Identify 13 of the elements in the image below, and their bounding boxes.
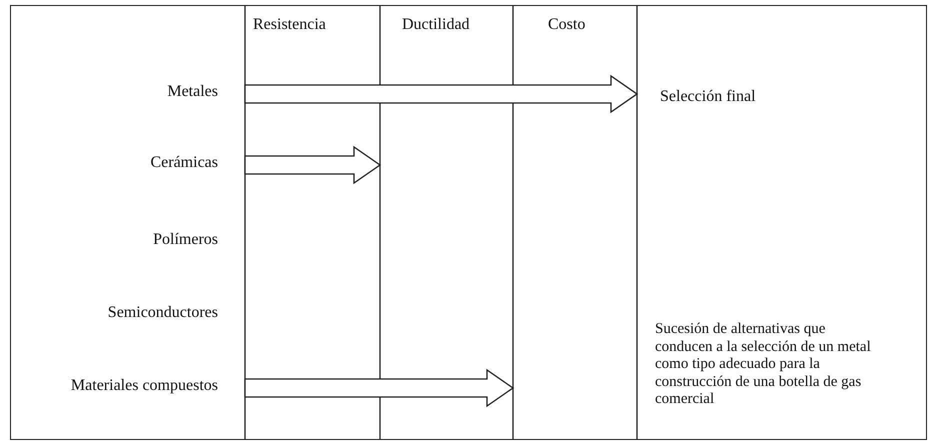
result-label: Selección final: [660, 87, 756, 107]
material-label: Polímeros: [153, 230, 218, 250]
caption-note: Sucesión de alternativas que conducen a la selección de un metal como tipo adecuado para la construcción de una botella de gas comercial: [655, 321, 872, 408]
block-arrow: [244, 146, 382, 184]
column-header: Resistencia: [253, 15, 326, 35]
material-label: Materiales compuestos: [70, 376, 218, 396]
column-header: Ductilidad: [402, 15, 470, 35]
block-arrow: [244, 74, 638, 114]
material-label: Semiconductores: [108, 303, 218, 323]
column-header: Costo: [548, 15, 586, 35]
material-label: Cerámicas: [150, 153, 218, 173]
block-arrow: [244, 368, 514, 408]
material-label: Metales: [167, 82, 218, 102]
